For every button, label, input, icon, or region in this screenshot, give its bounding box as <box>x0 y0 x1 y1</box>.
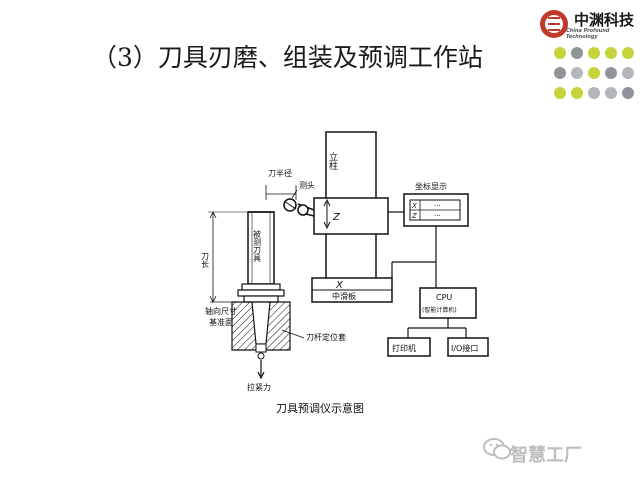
axial-reference-line1: 轴向尺寸 <box>205 306 237 316</box>
decorative-dot <box>605 47 617 59</box>
decorative-dot <box>571 87 583 99</box>
z-axis-label: Z <box>332 212 341 223</box>
tool-length-label: 刀长 <box>201 252 210 269</box>
wechat-icon <box>483 438 511 460</box>
io-port-box <box>447 337 489 357</box>
io-port-label: I/O接口 <box>451 343 478 353</box>
cpu-label: CPU <box>436 293 452 302</box>
diagram-caption: 刀具预调仪示意图 <box>276 402 364 415</box>
slide-title: （3）刀具刃磨、组装及预调工作站 <box>92 43 483 72</box>
decorative-dot <box>571 67 583 79</box>
tool-radius-label: 刀半径 <box>268 168 292 178</box>
decorative-dot <box>554 47 566 59</box>
company-logo <box>540 10 568 38</box>
watermark-text: 智慧工厂 <box>510 445 582 466</box>
probe-head-label: 测头 <box>299 180 315 190</box>
slide-label: 中滑板 <box>332 291 356 301</box>
decorative-dot <box>622 47 634 59</box>
logo-name: 中渊科技 <box>574 11 635 29</box>
display-z-value: ··· <box>434 212 441 220</box>
column-label: 立柱 <box>327 151 338 170</box>
printer-box <box>387 337 431 357</box>
display-z-label: Z <box>411 212 417 220</box>
holder-sleeve-label: 刀杆定位套 <box>306 332 346 342</box>
decorative-dot <box>588 67 600 79</box>
decorative-dot <box>605 67 617 79</box>
axial-reference-line2: 基准面 <box>209 317 233 327</box>
cpu-detail-label: (智能计算机) <box>422 306 457 314</box>
display-x-value: ··· <box>434 202 441 210</box>
coordinate-display-label: 坐标显示 <box>415 181 447 191</box>
decorative-dot <box>605 87 617 99</box>
decorative-dot <box>622 67 634 79</box>
decorative-dot <box>554 87 566 99</box>
decorative-dot <box>554 67 566 79</box>
display-x-label: X <box>411 202 417 210</box>
x-axis-label: X <box>335 280 344 291</box>
tool-under-test-label: 被测刀具 <box>253 229 262 263</box>
decorative-dot-grid <box>554 47 634 99</box>
decorative-dot <box>588 87 600 99</box>
decorative-dot <box>571 47 583 59</box>
clamping-force-label: 拉紧力 <box>247 382 271 392</box>
logo-subtitle: China Profound Technology <box>566 28 610 40</box>
decorative-dot <box>622 87 634 99</box>
printer-label: 打印机 <box>392 343 416 353</box>
decorative-dot <box>588 47 600 59</box>
